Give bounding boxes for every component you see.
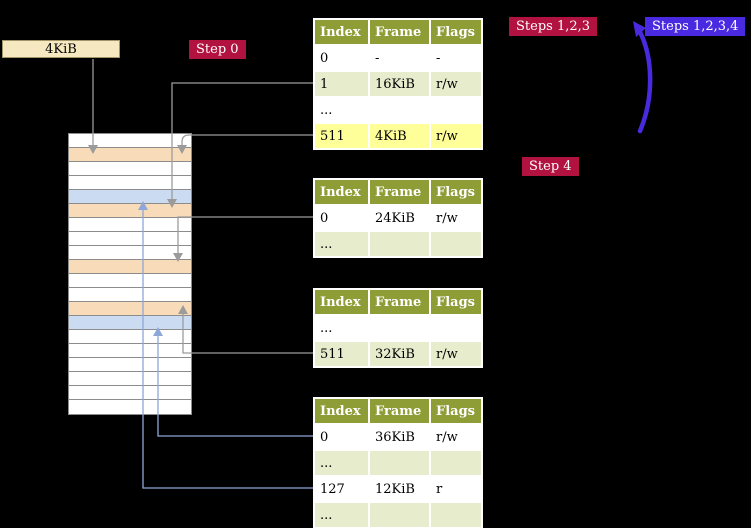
memory-frame-row-data-page [69,190,191,204]
step0-badge: Step 0 [189,40,246,59]
steps1234-badge: Steps 1,2,3,4 [645,17,746,36]
memory-frame-row-table-frame [69,260,191,274]
memory-frame-row-plain [69,288,191,302]
memory-frame-row-plain [69,344,191,358]
memory-frame-row-plain [69,162,191,176]
column-header-flags: Flags [429,18,483,46]
table-cell: 32KiB [368,340,431,368]
memory-frame-row-plain [69,358,191,372]
memory-frame-row-plain [69,134,191,148]
table-cell [368,96,431,124]
table-cell: 4KiB [368,122,431,150]
table-cell: r/w [429,423,483,451]
column-header-frame: Frame [368,288,431,316]
table-cell [429,449,483,477]
table-row: ... [313,230,483,258]
column-header-flags: Flags [429,178,483,206]
table-cell: r/w [429,204,483,232]
column-header-frame: Frame [368,397,431,425]
column-header-flags: Flags [429,288,483,316]
steps123-badge: Steps 1,2,3 [509,17,598,36]
table-row: ... [313,314,483,342]
table-cell: r [429,475,483,503]
table-row: ... [313,501,483,528]
table-row: ... [313,96,483,124]
memory-frame-row-plain [69,176,191,190]
column-header-flags: Flags [429,397,483,425]
table-cell: - [429,44,483,72]
memory-frame-row-table-frame [69,148,191,162]
memory-frame-row-plain [69,218,191,232]
table-cell: ... [313,230,370,258]
column-header-frame: Frame [368,178,431,206]
table-cell: r/w [429,70,483,98]
table-cell: 0 [313,423,370,451]
memory-frame-row-plain [69,386,191,400]
memory-frame-row-plain [69,330,191,344]
table-cell: 16KiB [368,70,431,98]
table-cell: r/w [429,122,483,150]
table-row: 0-- [313,44,483,72]
table-row: ... [313,449,483,477]
table-cell [368,449,431,477]
table-cell: r/w [429,340,483,368]
table-cell [368,314,431,342]
table-cell: 127 [313,475,370,503]
table-cell: 0 [313,204,370,232]
column-header-index: Index [313,178,370,206]
table-cell: 24KiB [368,204,431,232]
column-header-frame: Frame [368,18,431,46]
table-cell [368,230,431,258]
column-header-index: Index [313,18,370,46]
table-cell: ... [313,501,370,528]
memory-frame-row-table-frame [69,204,191,218]
table-cell [429,314,483,342]
table-cell: 511 [313,340,370,368]
table-cell [429,501,483,528]
table2-entry0-to-table3-frame-arrow [173,216,313,262]
table-cell [429,230,483,258]
root-table-address-box: 4KiB [2,40,120,58]
steps1234-to-table1-arrow [633,21,653,134]
table-cell: - [368,44,431,72]
table-cell: 0 [313,44,370,72]
memory-frame-row-plain [69,400,191,414]
table-cell: 12KiB [368,475,431,503]
memory-frame-row-table-frame [69,302,191,316]
column-header-index: Index [313,288,370,316]
table-cell: 1 [313,70,370,98]
memory-frame-row-plain [69,246,191,260]
table-cell [368,501,431,528]
table-cell: 36KiB [368,423,431,451]
table3-entry511-to-table4-frame-arrow [178,305,313,354]
memory-frame-row-plain [69,372,191,386]
step4-badge: Step 4 [522,157,579,176]
table-cell: ... [313,314,370,342]
table-cell: ... [313,96,370,124]
memory-frame-row-plain [69,232,191,246]
table1-entry511-to-table1-frame-arrow [177,134,313,154]
physical-memory-stack [68,133,192,415]
table-cell: ... [313,449,370,477]
memory-frame-row-plain [69,274,191,288]
table-cell [429,96,483,124]
table-cell: 511 [313,122,370,150]
column-header-index: Index [313,397,370,425]
memory-frame-row-data-page [69,316,191,330]
